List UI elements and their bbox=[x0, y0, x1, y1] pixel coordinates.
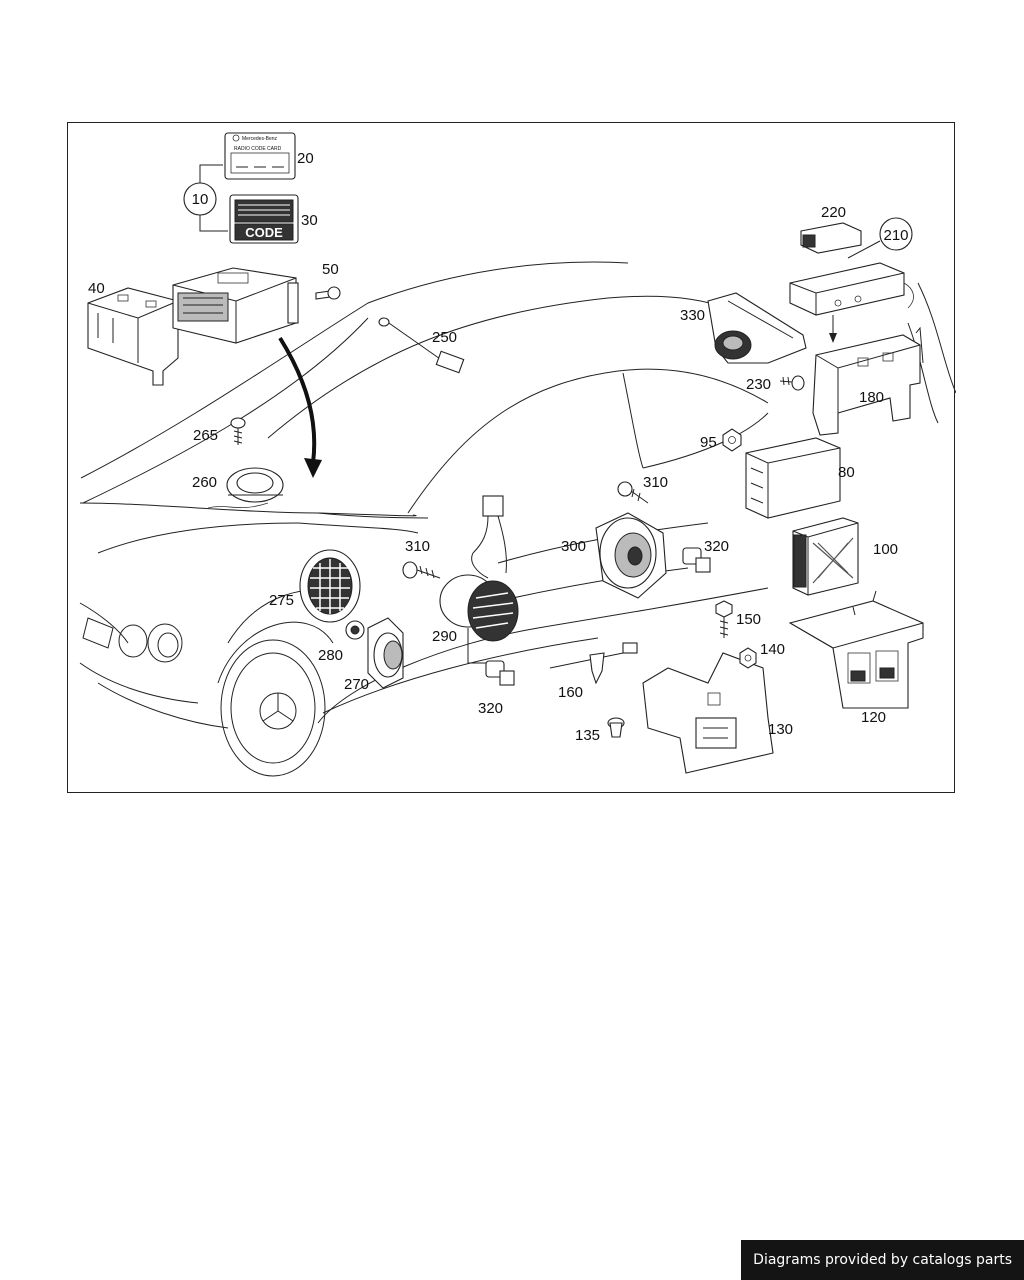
speaker-grille: 275 bbox=[269, 549, 361, 623]
callout-320-left: 320 bbox=[478, 700, 503, 717]
callout-300: 300 bbox=[561, 538, 586, 555]
clip-280: 280 bbox=[318, 620, 365, 664]
nut-95: 95 bbox=[700, 428, 742, 452]
sticker-code-text: CODE bbox=[245, 225, 283, 240]
callout-220: 220 bbox=[821, 204, 846, 221]
callout-120: 120 bbox=[861, 709, 886, 726]
callout-320-right: 320 bbox=[704, 538, 729, 555]
credit-badge: Diagrams provided by catalogs parts bbox=[741, 1240, 1024, 1280]
cable-tie: 160 bbox=[549, 642, 638, 701]
card-brand: Mercedes-Benz bbox=[242, 136, 278, 142]
callout-30: 30 bbox=[301, 212, 318, 229]
radio-code-card: Mercedes-Benz RADIO CODE CARD 20 bbox=[224, 132, 314, 180]
callout-210: 210 bbox=[883, 227, 908, 244]
callout-230: 230 bbox=[746, 376, 771, 393]
amplifier-100: 100 bbox=[792, 517, 898, 596]
module-cluster: 220 210 180 230 bbox=[746, 204, 924, 436]
callout-180: 180 bbox=[859, 389, 884, 406]
callout-250: 250 bbox=[432, 329, 457, 346]
radio-unit bbox=[172, 267, 299, 344]
tray-120: 120 bbox=[788, 590, 924, 726]
antenna-cable: 250 bbox=[378, 317, 465, 374]
callout-330: 330 bbox=[680, 307, 705, 324]
callout-40: 40 bbox=[88, 280, 105, 297]
callout-130: 130 bbox=[768, 721, 793, 738]
screw-50: 50 bbox=[315, 261, 341, 300]
code-sticker: CODE 30 bbox=[229, 194, 318, 244]
tweeter: 270 bbox=[344, 617, 404, 693]
callout-80: 80 bbox=[838, 464, 855, 481]
install-arrow bbox=[278, 336, 322, 478]
callout-100: 100 bbox=[873, 541, 898, 558]
callout-270: 270 bbox=[344, 676, 369, 693]
callout-20: 20 bbox=[297, 150, 314, 167]
bracket-130: 130 135 140 150 bbox=[575, 600, 793, 774]
door-speaker: 265 260 bbox=[192, 417, 284, 509]
car-outline bbox=[79, 261, 956, 777]
credit-text: Diagrams provided by catalogs parts bbox=[753, 1252, 1012, 1268]
callout-275: 275 bbox=[269, 592, 294, 609]
callout-10: 10 bbox=[192, 191, 209, 208]
callout-160: 160 bbox=[558, 684, 583, 701]
rear-speaker: 300 310 320 bbox=[561, 474, 729, 599]
radio-kit-group: 10 bbox=[183, 164, 228, 232]
card-title: RADIO CODE CARD bbox=[234, 146, 282, 152]
callout-290: 290 bbox=[432, 628, 457, 645]
callout-280: 280 bbox=[318, 647, 343, 664]
callout-150: 150 bbox=[736, 611, 761, 628]
callout-265: 265 bbox=[193, 427, 218, 444]
callout-310-right: 310 bbox=[643, 474, 668, 491]
callout-310-left: 310 bbox=[405, 538, 430, 555]
parts-diagram: 10 Mercedes-Benz RADIO CODE CARD 20 CODE… bbox=[67, 122, 956, 793]
callout-260: 260 bbox=[192, 474, 217, 491]
callout-135: 135 bbox=[575, 727, 600, 744]
callout-50: 50 bbox=[322, 261, 339, 278]
callout-140: 140 bbox=[760, 641, 785, 658]
control-unit-80: 80 bbox=[745, 437, 855, 519]
mounting-cage: 40 bbox=[87, 280, 179, 386]
speaker-housing-330: 330 bbox=[680, 292, 807, 364]
mid-speaker: 290 320 310 bbox=[402, 495, 519, 717]
callout-95: 95 bbox=[700, 434, 717, 451]
